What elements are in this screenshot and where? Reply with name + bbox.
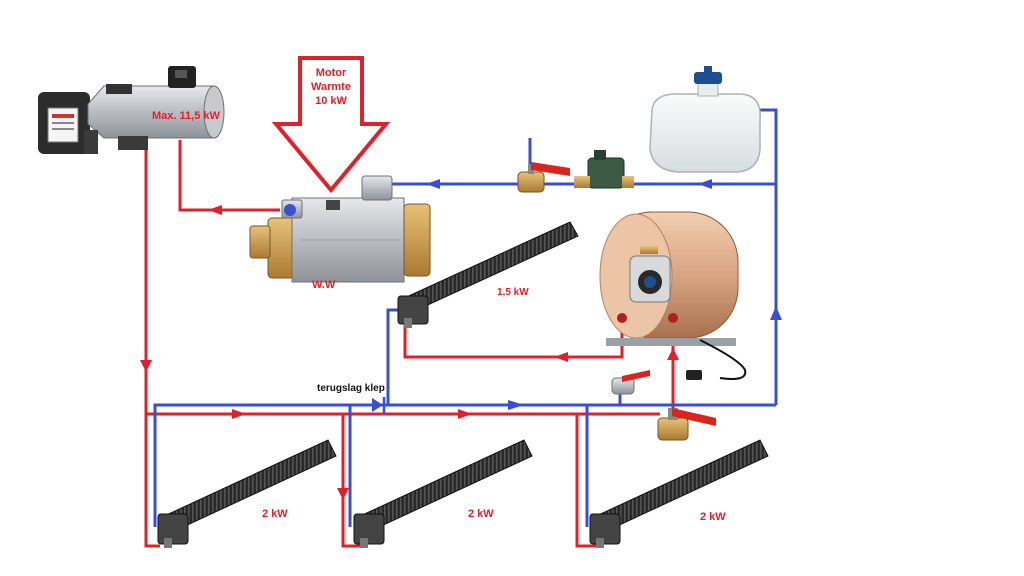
arrow-red-right-2 [458,409,472,419]
radiator-1-icon [157,439,337,548]
drain-valve-icon [611,370,650,395]
motor-heat-arrow [271,56,391,194]
motor-label-line3: 10 kW [315,95,347,107]
radiator1-supply-pipe [144,414,160,548]
arrow-red-down-2 [337,488,349,500]
arrow-blue-up-1 [770,306,782,320]
radiator3-supply-pipe [575,414,598,548]
main-return-pipe [153,403,776,527]
check-valve-label: terugslag klep [317,383,385,394]
expansion-tank-icon [649,66,761,173]
arrow-red-down-1 [140,360,152,372]
arrow-blue-right-1 [508,400,524,410]
arrow-red-right-1 [232,409,246,419]
radiator-1-power-label: 2 kW [262,508,288,520]
check-valve-icon [372,397,386,413]
arrow-red-up-1 [667,348,679,360]
radiator-top-power-label: 1,5 kW [497,287,529,298]
radiator-3-icon [589,439,769,548]
motor-label-line1: Motor [315,67,347,79]
motor-heat-label: Motor Warmte 10 kW [300,66,362,108]
motor-label-line2: Warmte [311,81,351,93]
water-boiler-icon [599,211,747,380]
arrow-blue-left-2 [698,179,712,189]
radiator-2-power-label: 2 kW [468,508,494,520]
arrow-red-left-2 [554,352,568,362]
arrow-blue-left-1 [426,179,440,189]
heat-exchanger-icon [249,175,431,283]
radiator-top-icon [397,221,579,328]
circulation-pump-icon [574,150,634,189]
radiator-2-icon [353,439,533,548]
right-riser-pipe [760,108,778,405]
three-way-valve-icon [657,408,716,441]
heat-exchanger-label: W.W [312,279,336,291]
diesel-heater-icon [38,66,225,154]
heater-power-label: Max. 11,5 kW [152,110,220,122]
radiator2-supply-pipe [341,414,360,548]
exchanger-return-pipe [178,140,280,212]
ball-valve-icon [517,162,570,193]
radiator-3-power-label: 2 kW [700,511,726,523]
supply-pipes [144,140,675,548]
boiler-return-pipe [403,318,624,359]
flow-arrows [140,179,782,500]
arrow-red-left-1 [208,205,222,215]
